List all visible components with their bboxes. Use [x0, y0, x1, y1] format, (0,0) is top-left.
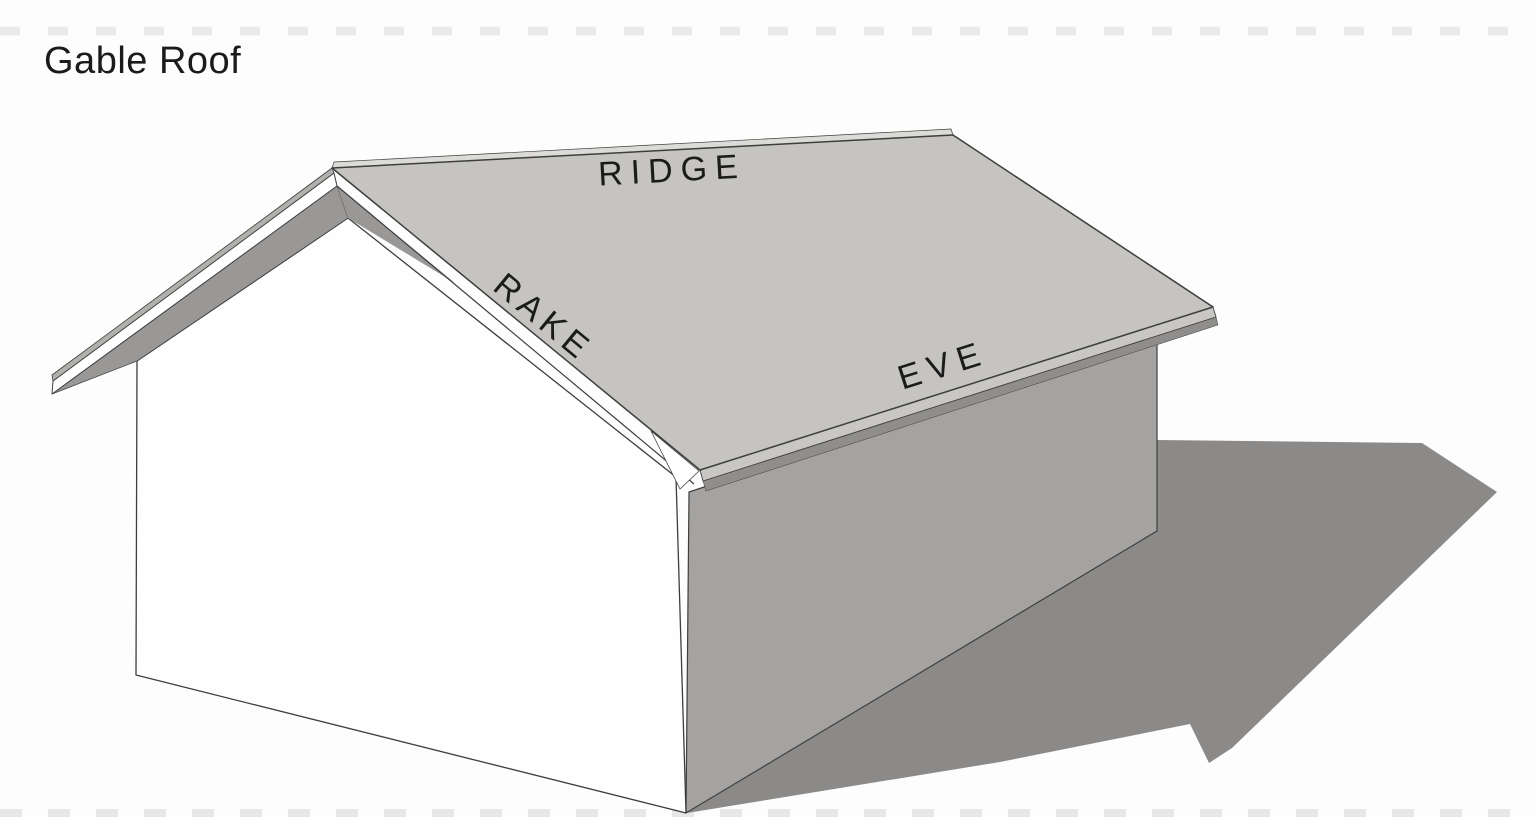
corner-fascia-wedge — [650, 430, 700, 490]
left-roof-plane-sliver — [51, 167, 335, 382]
cast-shadow — [687, 440, 1497, 813]
roof-plane — [331, 134, 1214, 471]
page-title: Gable Roof — [44, 40, 242, 82]
front-rake-fascia-edge — [336, 185, 695, 485]
label-ridge: RIDGE — [597, 147, 747, 194]
